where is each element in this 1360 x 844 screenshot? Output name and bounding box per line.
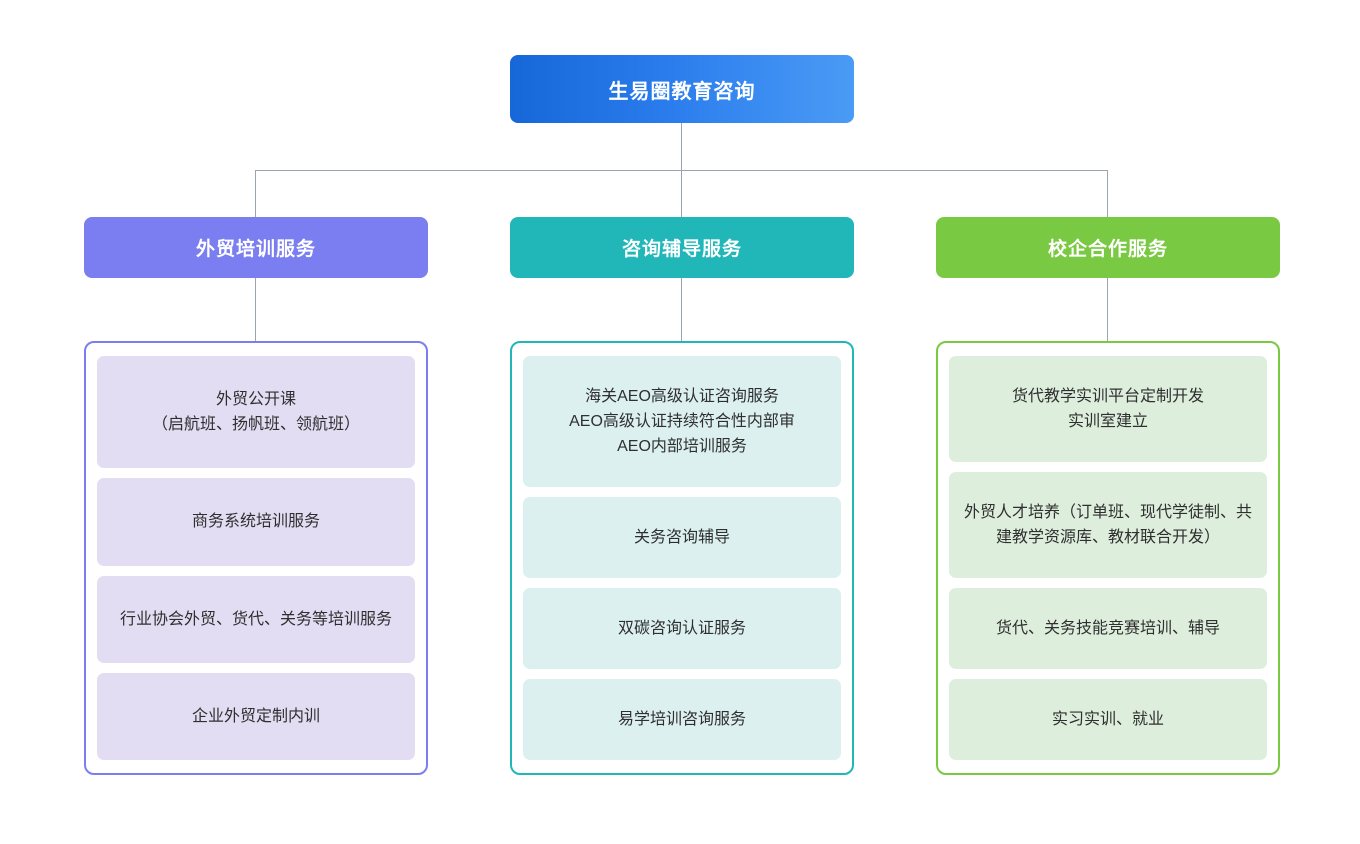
branch-header-1[interactable]: 外贸培训服务 — [84, 217, 428, 278]
leaf-item[interactable]: 实习实训、就业 — [949, 679, 1267, 760]
leaf-item[interactable]: 双碳咨询认证服务 — [523, 588, 841, 669]
branch-panel-3: 货代教学实训平台定制开发 实训室建立 外贸人才培养（订单班、现代学徒制、共建教学… — [936, 341, 1280, 775]
connector-header-to-panel-3 — [1107, 278, 1108, 342]
connector-drop-branch-3 — [1107, 170, 1108, 217]
branch-panel-1: 外贸公开课 （启航班、扬帆班、领航班） 商务系统培训服务 行业协会外贸、货代、关… — [84, 341, 428, 775]
branch-panel-2: 海关AEO高级认证咨询服务 AEO高级认证持续符合性内部审 AEO内部培训服务 … — [510, 341, 854, 775]
connector-header-to-panel-1 — [255, 278, 256, 342]
leaf-item[interactable]: 企业外贸定制内训 — [97, 672, 415, 760]
leaf-item[interactable]: 货代、关务技能竞赛培训、辅导 — [949, 588, 1267, 669]
connector-drop-branch-2 — [681, 170, 682, 217]
leaf-item[interactable]: 货代教学实训平台定制开发 实训室建立 — [949, 356, 1267, 462]
leaf-item[interactable]: 外贸人才培养（订单班、现代学徒制、共建教学资源库、教材联合开发） — [949, 472, 1267, 578]
branch-header-2[interactable]: 咨询辅导服务 — [510, 217, 854, 278]
leaf-item[interactable]: 海关AEO高级认证咨询服务 AEO高级认证持续符合性内部审 AEO内部培训服务 — [523, 356, 841, 487]
branch-header-3[interactable]: 校企合作服务 — [936, 217, 1280, 278]
leaf-item[interactable]: 商务系统培训服务 — [97, 478, 415, 566]
connector-header-to-panel-2 — [681, 278, 682, 342]
connector-drop-branch-1 — [255, 170, 256, 217]
leaf-item[interactable]: 外贸公开课 （启航班、扬帆班、领航班） — [97, 356, 415, 469]
connector-root-stem — [681, 123, 682, 171]
leaf-item[interactable]: 易学培训咨询服务 — [523, 679, 841, 760]
leaf-item[interactable]: 行业协会外贸、货代、关务等培训服务 — [97, 575, 415, 663]
leaf-item[interactable]: 关务咨询辅导 — [523, 497, 841, 578]
root-node[interactable]: 生易圈教育咨询 — [510, 55, 854, 123]
